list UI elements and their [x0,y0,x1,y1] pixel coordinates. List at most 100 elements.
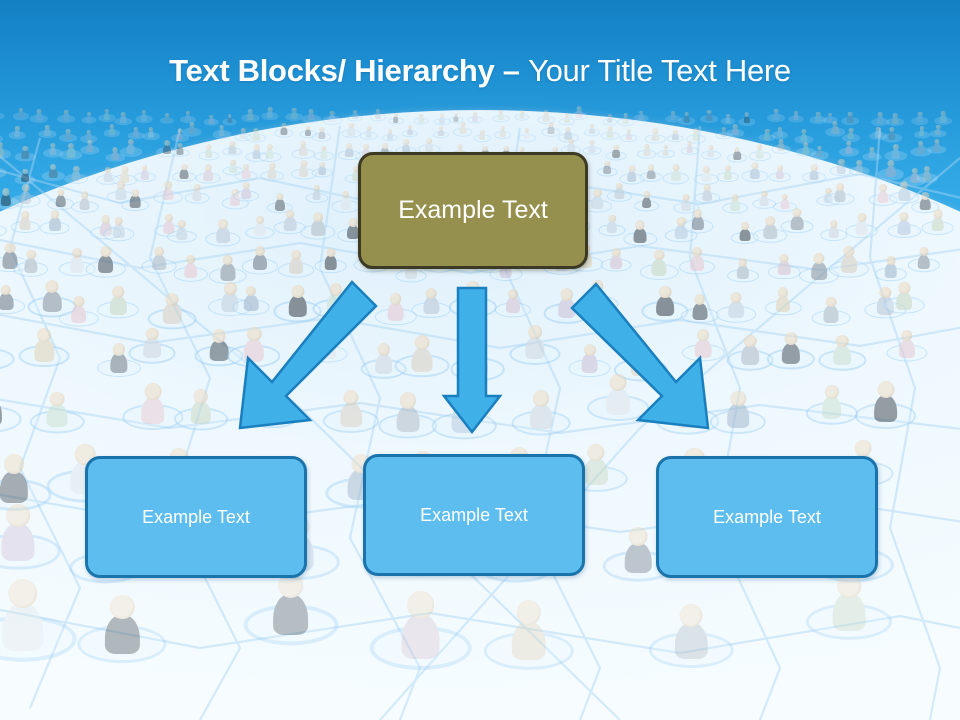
crowd-figure [179,107,196,124]
figure-head [923,166,930,173]
figure-head [193,388,208,404]
figure-head [693,208,702,218]
hierarchy-node-child-3[interactable]: Example Text [656,456,878,578]
figure-ring [886,118,904,127]
figure-body [691,132,700,141]
crowd-figure [752,207,788,245]
figure-body [423,296,439,315]
figure-body [208,117,214,124]
figure-ring [492,114,510,123]
figure-head [784,332,798,346]
figure-ring [737,117,756,126]
figure-body [411,347,433,372]
crowd-figure [141,238,177,276]
figure-ring [685,134,706,144]
crowd-figure [258,139,282,163]
figure-head [626,128,631,134]
figure-head [878,112,883,118]
figure-body [44,129,51,137]
figure-ring [473,134,491,143]
figure-body [898,187,910,201]
crowd-figure [147,281,197,332]
figure-body [939,115,947,123]
figure-ring [569,111,588,121]
figure-body [283,216,297,232]
figure-head [692,246,703,257]
figure-body [188,125,196,135]
crowd-figure [619,125,638,143]
crowd-figure [77,573,167,668]
figure-head [267,107,273,112]
figure-head [633,340,648,355]
figure-head [900,181,909,190]
figure-body [743,116,750,124]
figure-body [0,194,11,207]
figure-body [557,298,576,319]
figure-head [765,128,770,134]
figure-body [387,302,404,322]
crowd-figure [314,240,347,275]
figure-head [50,142,56,148]
figure-head [285,209,295,219]
figure-ring [0,348,15,370]
crowd-figure [681,201,714,235]
crowd-figure [313,141,334,162]
figure-head [399,392,416,409]
crowd-figure [655,370,720,438]
figure-body [0,470,28,503]
figure-body [132,130,139,138]
figure-body [683,115,690,123]
figure-head [319,161,325,168]
figure-body [272,593,309,635]
figure-body [439,116,446,124]
figure-ring [934,116,952,125]
figure-head [275,193,284,201]
hierarchy-node-top[interactable]: Example Text [358,152,588,269]
figure-body [162,220,175,234]
figure-head [164,181,173,190]
crowd-figure [128,316,176,365]
figure-head [0,142,4,149]
figure-body [85,115,92,122]
crowd-figure [854,366,917,432]
figure-body [910,173,920,184]
figure-body [801,146,810,155]
figure-body [179,169,189,180]
crowd-figure [768,159,791,182]
figure-head [765,215,776,226]
figure-body [840,255,857,274]
crowd-figure [483,578,574,675]
crowd-figure [302,105,321,124]
crowd-figure [311,122,332,142]
figure-head [22,168,29,175]
figure-body [651,258,667,276]
figure-head [708,144,714,150]
figure-body [79,197,91,210]
figure-body [547,126,555,135]
crowd-figure [805,372,858,427]
crowd-figure [170,138,190,158]
figure-body [898,339,915,358]
figure-body [218,128,225,137]
figure-head [117,180,126,189]
figure-body [451,404,477,433]
crowd-figure [911,185,939,214]
crowd-figure [13,241,49,278]
figure-body [793,114,799,121]
figure-head [564,112,569,118]
figure-head [672,163,680,172]
figure-head [933,209,943,219]
hierarchy-node-child-1[interactable]: Example Text [85,456,307,578]
figure-head [204,164,212,172]
figure-ring [810,151,829,160]
figure-ring [170,148,190,158]
figure-head [177,128,183,134]
figure-head [827,112,832,117]
crowd-figure [401,121,419,138]
crowd-figure [726,323,774,372]
figure-head [21,211,30,219]
hierarchy-node-child-2[interactable]: Example Text [363,454,585,576]
figure-head [382,142,389,149]
crowd-figure [838,136,859,157]
